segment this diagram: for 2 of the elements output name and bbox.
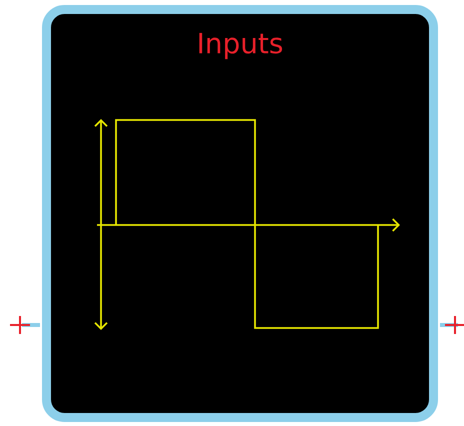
block	[42, 5, 438, 422]
block-title: Inputs	[199, 32, 282, 60]
